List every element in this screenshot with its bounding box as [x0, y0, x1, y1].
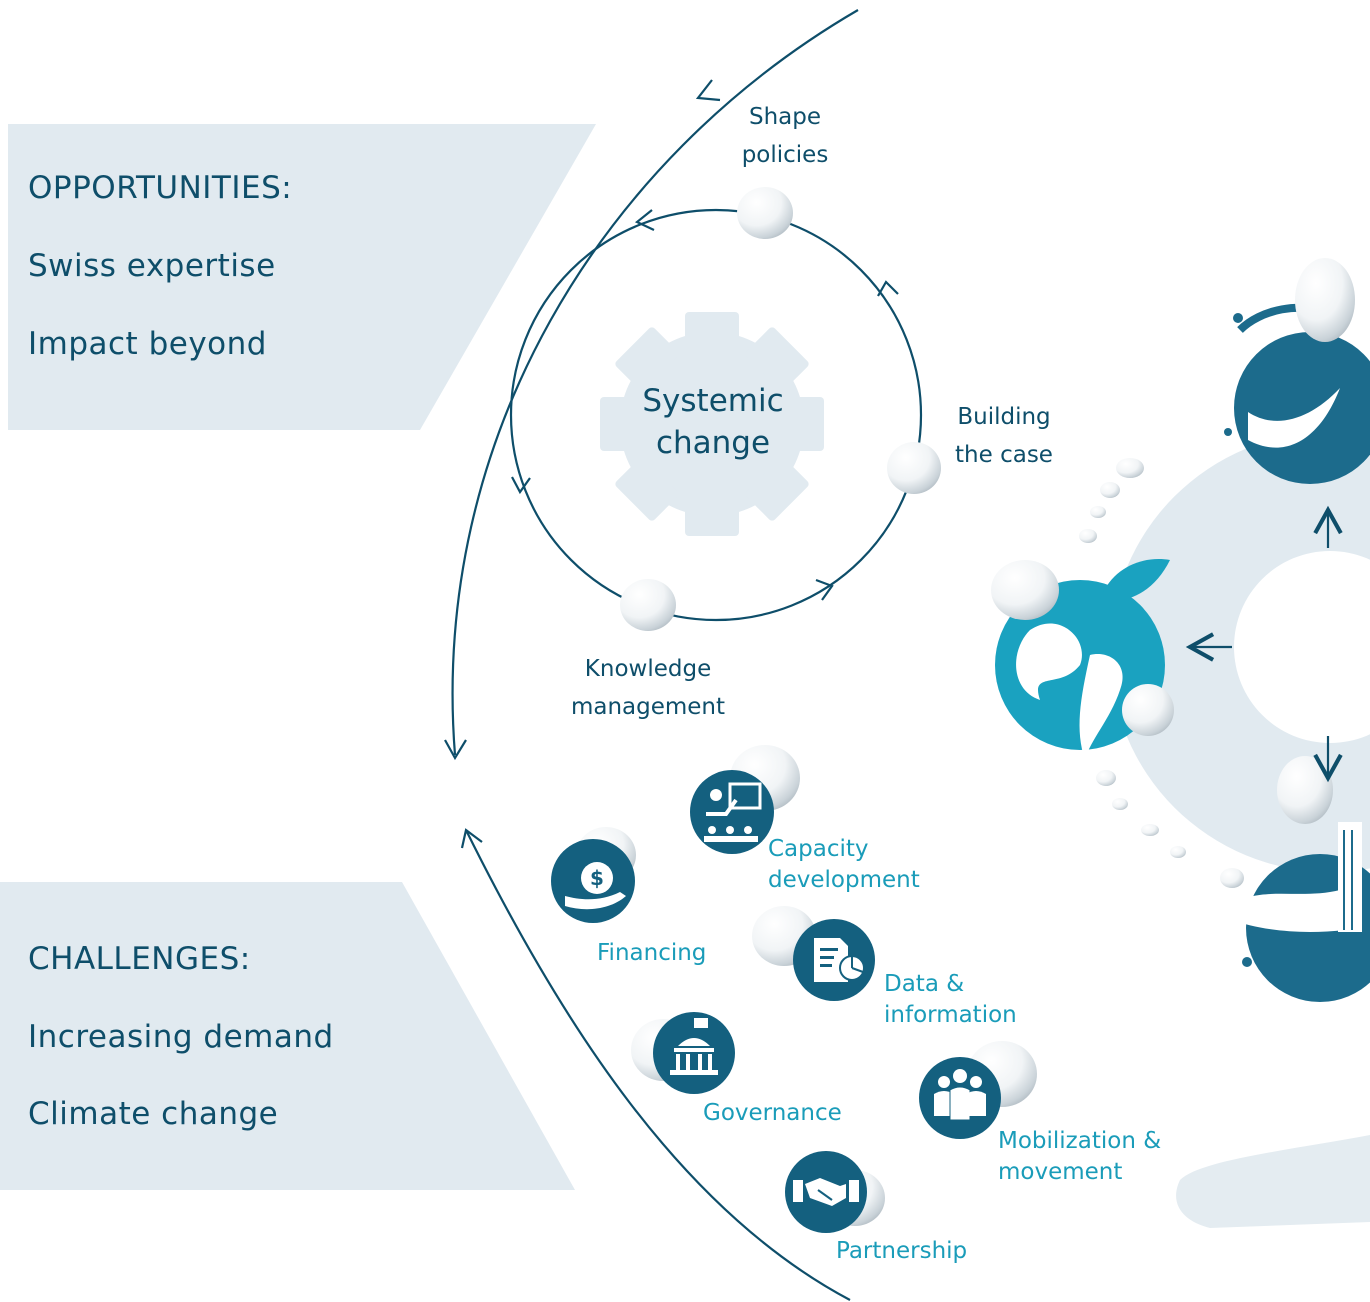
handshake-icon — [785, 1151, 867, 1233]
tool-label-line: Data & — [884, 971, 965, 997]
cycle-arrow-top — [634, 209, 655, 231]
government-building-icon — [653, 1012, 735, 1094]
tool-governance: Governance — [703, 1098, 842, 1129]
center-title: Systemic change — [600, 380, 826, 464]
drop-shape-policies — [737, 187, 793, 239]
tool-label-line: movement — [998, 1159, 1123, 1185]
step-knowledge-management: Knowledge management — [548, 650, 748, 726]
challenge-item: Increasing demand — [28, 1019, 334, 1055]
cycle-arrow-left — [511, 476, 531, 495]
hand-water-icon — [1232, 756, 1370, 1002]
arc-arrow-top — [695, 79, 721, 102]
report-chart-icon — [793, 919, 875, 1001]
opportunity-item: Impact beyond — [28, 326, 267, 362]
tool-label-line: Mobilization & — [998, 1128, 1162, 1154]
opportunity-item: Swiss expertise — [28, 248, 276, 284]
drop-knowledge — [620, 579, 676, 631]
tool-mobilization-movement: Mobilization & movement — [998, 1126, 1161, 1188]
tool-label-line: Partnership — [836, 1238, 968, 1264]
svg-text:$: $ — [590, 866, 604, 890]
step-label-line: management — [570, 694, 726, 720]
challenges-heading: CHALLENGES: — [28, 941, 251, 977]
background-swoosh — [1176, 1135, 1370, 1228]
gear-icon — [600, 312, 824, 536]
tool-financing: Financing — [597, 938, 706, 969]
tool-label-line: Capacity — [768, 836, 869, 862]
step-label-line: the case — [955, 442, 1053, 468]
crowd-icon — [919, 1057, 1001, 1139]
step-shape-policies: Shape policies — [700, 98, 870, 174]
tool-data-information: Data & information — [884, 969, 1017, 1031]
tool-capacity-development: Capacity development — [768, 834, 920, 896]
center-white-circle — [1234, 551, 1370, 743]
challenge-item: Climate change — [28, 1096, 279, 1132]
outer-arc-top — [451, 9, 859, 756]
tool-label-line: Financing — [597, 940, 707, 966]
arc-arrow-bottom-end — [444, 739, 467, 761]
outer-arc-bottom — [465, 829, 851, 1301]
dove-icon — [1224, 258, 1370, 484]
tool-label-line: development — [768, 867, 920, 893]
center-title-line: change — [655, 425, 771, 461]
challenges-panel — [0, 882, 575, 1190]
droplet-trail — [1079, 458, 1244, 888]
tool-label-line: information — [884, 1002, 1017, 1028]
cycle-arrow-bottom — [815, 578, 834, 601]
opportunities-panel — [8, 124, 596, 430]
cycle-arrow-right — [877, 280, 899, 297]
presentation-icon — [690, 770, 774, 854]
opportunities-heading: OPPORTUNITIES: — [28, 170, 293, 206]
step-building-case: Building the case — [934, 398, 1074, 474]
earth-leaf-icon — [991, 559, 1174, 760]
step-label-line: Building — [957, 404, 1051, 430]
center-title-line: Systemic — [642, 383, 784, 419]
tool-partnership: Partnership — [836, 1236, 967, 1267]
arc-arrow-bottom — [460, 828, 483, 849]
step-label-line: Shape — [748, 104, 822, 130]
step-label-line: policies — [741, 142, 829, 168]
drop-building-case — [887, 442, 941, 494]
tool-label-line: Governance — [703, 1100, 842, 1126]
dollar-hand-icon: $ — [551, 839, 635, 923]
cycle-circle — [509, 208, 923, 622]
step-label-line: Knowledge — [584, 656, 712, 682]
